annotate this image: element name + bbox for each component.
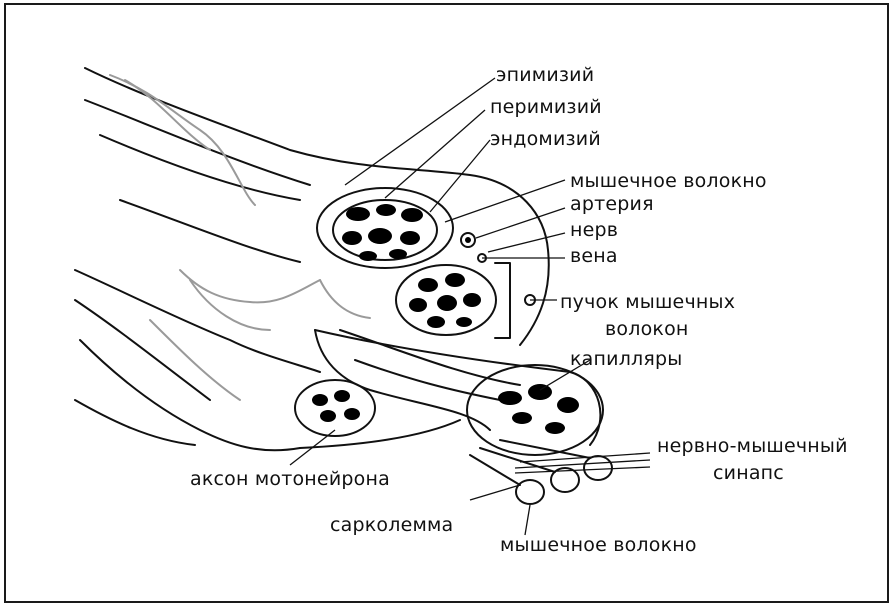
label-vein: вена (570, 247, 618, 266)
label-nmj-line2: синапс (713, 464, 784, 483)
label-endomysium: эндомизий (490, 130, 601, 149)
label-nmj-line1: нервно-мышечный (657, 437, 848, 456)
label-muscle-fiber: мышечное волокно (570, 172, 767, 191)
label-axon: аксон мотонейрона (190, 470, 390, 489)
label-nerve: нерв (570, 221, 618, 240)
label-bundle-line2: волокон (605, 320, 689, 339)
label-bundle-line1: пучок мышечных (560, 293, 735, 312)
label-capillaries: капилляры (570, 350, 682, 369)
label-perimysium: перимизий (490, 98, 602, 117)
label-artery: артерия (570, 195, 654, 214)
label-epimysium: эпимизий (496, 66, 594, 85)
label-sarcolemma: сарколемма (330, 516, 453, 535)
label-muscle-fiber-bottom: мышечное волокно (500, 536, 697, 555)
